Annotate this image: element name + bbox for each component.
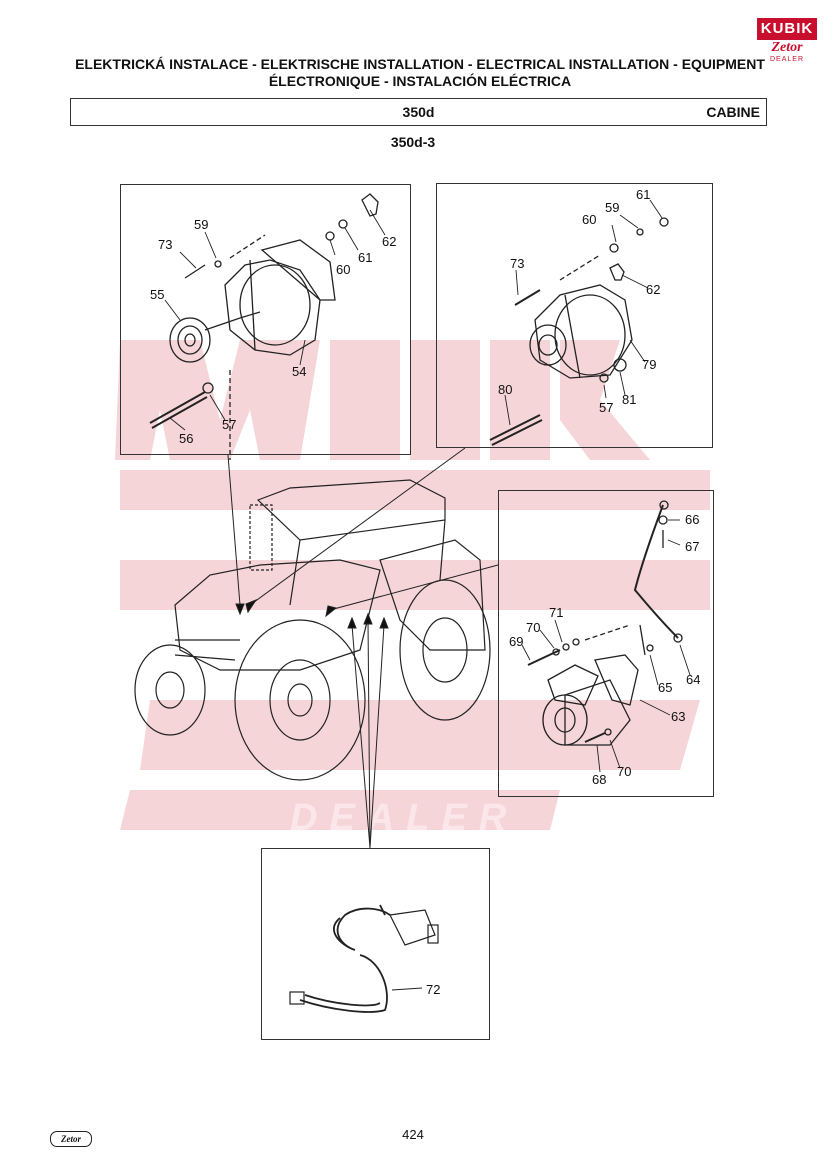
callout-60: 60 bbox=[582, 212, 597, 227]
callout-63: 63 bbox=[671, 709, 686, 724]
callout-67: 67 bbox=[685, 539, 700, 554]
kubik-zetor-logo: KUBIK Zetor DEALER bbox=[757, 18, 817, 70]
callout-81: 81 bbox=[622, 392, 637, 407]
callout-73: 73 bbox=[158, 237, 173, 252]
logo-zetor-text: Zetor bbox=[771, 40, 803, 55]
tractor-drawing bbox=[134, 479, 491, 781]
callout-73: 73 bbox=[510, 256, 525, 271]
harness-frame bbox=[261, 848, 490, 1040]
leader-lines bbox=[227, 447, 499, 849]
callout-64: 64 bbox=[686, 672, 701, 687]
logo-dealer-text: DEALER bbox=[769, 56, 804, 63]
section-name: CABINE bbox=[706, 104, 760, 120]
section-header-box: 350d CABINE bbox=[70, 98, 767, 126]
callout-68: 68 bbox=[592, 772, 607, 787]
watermark-dealer-text: DEALER bbox=[290, 797, 518, 839]
callout-57: 57 bbox=[599, 400, 614, 415]
figure-code: 350d-3 bbox=[390, 134, 436, 150]
callout-70: 70 bbox=[526, 620, 541, 635]
callout-65: 65 bbox=[658, 680, 673, 695]
callout-72: 72 bbox=[426, 982, 441, 997]
callout-61: 61 bbox=[358, 250, 373, 265]
alternator-2-drawing bbox=[489, 217, 669, 446]
page-title-line-1: ELEKTRICKÁ INSTALACE - ELEKTRISCHE INSTA… bbox=[75, 56, 765, 72]
callout-79: 79 bbox=[642, 357, 657, 372]
callout-62: 62 bbox=[382, 234, 397, 249]
callout-56: 56 bbox=[179, 431, 194, 446]
callout-61: 61 bbox=[636, 187, 651, 202]
callout-60: 60 bbox=[336, 262, 351, 277]
callout-59: 59 bbox=[605, 200, 620, 215]
callout-71: 71 bbox=[549, 605, 564, 620]
page-title-line-2: ÉLECTRONIQUE - INSTALACIÓN ELÉCTRICA bbox=[268, 73, 572, 89]
harness-drawing bbox=[289, 904, 439, 1013]
callout-70: 70 bbox=[617, 764, 632, 779]
callout-leaders bbox=[164, 199, 691, 991]
alternator-1-frame bbox=[120, 184, 411, 455]
footer-zetor-logo: Zetor bbox=[50, 1131, 92, 1147]
callout-69: 69 bbox=[509, 634, 524, 649]
callout-66: 66 bbox=[685, 512, 700, 527]
callout-62: 62 bbox=[646, 282, 661, 297]
callout-55: 55 bbox=[150, 287, 165, 302]
callout-80: 80 bbox=[498, 382, 513, 397]
page-title: ELEKTRICKÁ INSTALACE - ELEKTRISCHE INSTA… bbox=[60, 56, 780, 90]
logo-kubik-text: KUBIK bbox=[757, 18, 817, 40]
alternator-1-drawing bbox=[149, 193, 379, 460]
section-code: 350d bbox=[402, 104, 435, 120]
alternator-2-frame bbox=[436, 183, 713, 448]
callout-54: 54 bbox=[292, 364, 307, 379]
page-number: 424 bbox=[402, 1127, 424, 1142]
callout-59: 59 bbox=[194, 217, 209, 232]
callout-57: 57 bbox=[222, 417, 237, 432]
starter-drawing bbox=[527, 500, 683, 746]
starter-frame bbox=[498, 490, 714, 797]
